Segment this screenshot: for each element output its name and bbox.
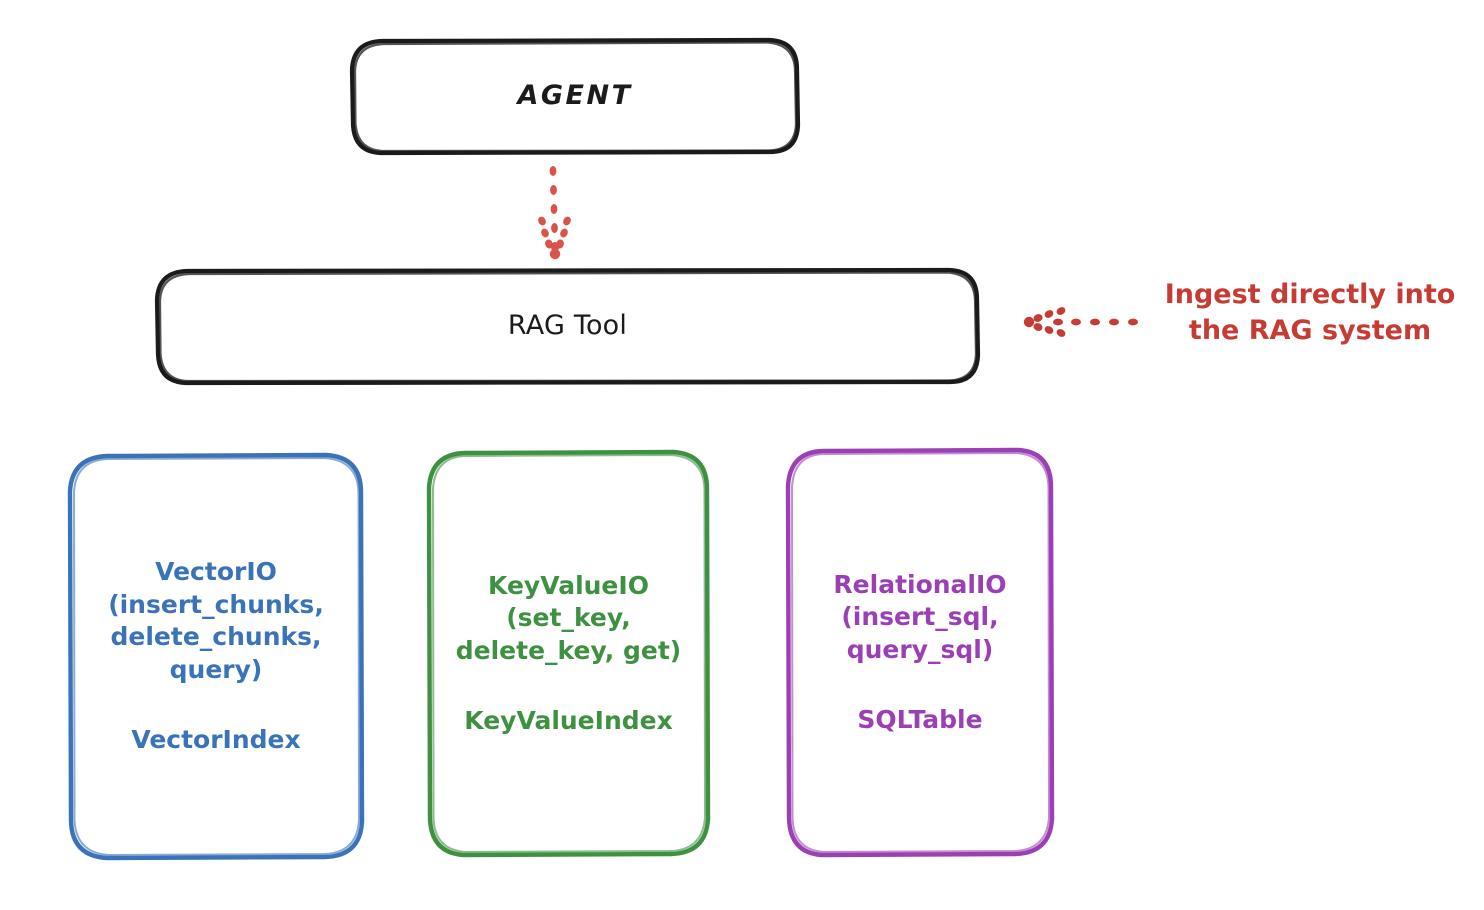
- relational-store-api-text: RelationalIO (insert_sql, query_sql): [833, 569, 1007, 664]
- vector-store-index-text: VectorIndex: [131, 725, 301, 755]
- relational-store-label: RelationalIO (insert_sql, query_sql) SQL…: [788, 450, 1052, 855]
- agent-box-label: AGENT: [352, 40, 798, 153]
- rag-tool-box-label: RAG Tool: [157, 270, 978, 383]
- agent-label-text: AGENT: [517, 80, 633, 112]
- agent-to-rag-tool-arrow: [538, 166, 571, 260]
- rag-tool-label-text: RAG Tool: [507, 310, 628, 342]
- vector-store-api-text: VectorIO (insert_chunks, delete_chunks, …: [108, 557, 324, 684]
- ingest-to-rag-tool-arrow: [1023, 307, 1138, 337]
- keyvalue-store-label: KeyValueIO (set_key, delete_key, get) Ke…: [429, 452, 708, 855]
- vector-store-label: VectorIO (insert_chunks, delete_chunks, …: [70, 455, 362, 858]
- keyvalue-store-api-text: KeyValueIO (set_key, delete_key, get): [455, 570, 682, 665]
- relational-store-index-text: SQLTable: [857, 705, 983, 734]
- keyvalue-store-index-text: KeyValueIndex: [464, 706, 673, 735]
- ingest-annotation-text: Ingest directly into the RAG system: [1164, 279, 1456, 347]
